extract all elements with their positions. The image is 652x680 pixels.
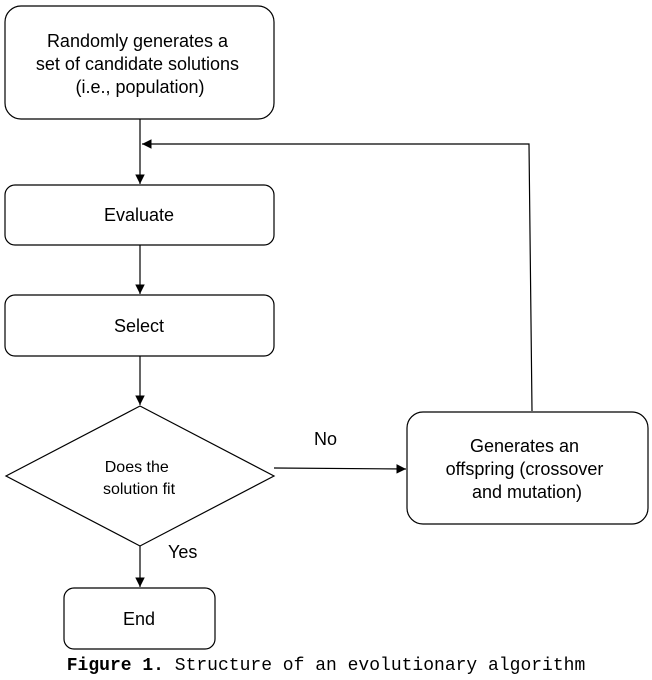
start-label-line3: (i.e., population)	[75, 77, 204, 97]
decision-label-line1: Does the	[105, 459, 169, 476]
evaluate-label: Evaluate	[104, 205, 174, 225]
offspring-label-line2: offspring (crossover	[446, 459, 604, 479]
svg-text:Randomly generates a set o: Randomly generates a set of candidate so…	[36, 31, 244, 97]
svg-text:Does the solution fit: Does the solution fit	[103, 459, 176, 498]
start-label-line1: Randomly generates a	[47, 31, 229, 51]
decision-diamond	[4, 405, 276, 547]
offspring-box	[406, 411, 649, 525]
offspring-label-line1: Generates an	[470, 436, 579, 456]
svg-text:Generates an offspring (cr: Generates an offspring (crossover and mu…	[446, 436, 609, 502]
yes-label: Yes	[168, 542, 197, 562]
end-box	[63, 587, 216, 650]
arrow-decision-to-offspring	[273, 464, 407, 474]
caption-text: Structure of an evolutionary algorithm	[174, 656, 586, 676]
no-label: No	[314, 429, 337, 449]
caption-label: Figure 1.	[66, 656, 164, 676]
start-label-line2: set of candidate solutions	[36, 54, 239, 74]
end-label: End	[123, 609, 155, 629]
select-label: Select	[114, 316, 164, 336]
flowchart: Randomly generates a set of candidate so…	[4, 5, 649, 650]
figure-caption: Figure 1. Structure of an evolutionary a…	[0, 656, 652, 676]
decision-label-line2: solution fit	[103, 481, 176, 498]
offspring-label-line3: and mutation)	[472, 482, 582, 502]
arrow-offspring-loop-back	[142, 139, 533, 412]
